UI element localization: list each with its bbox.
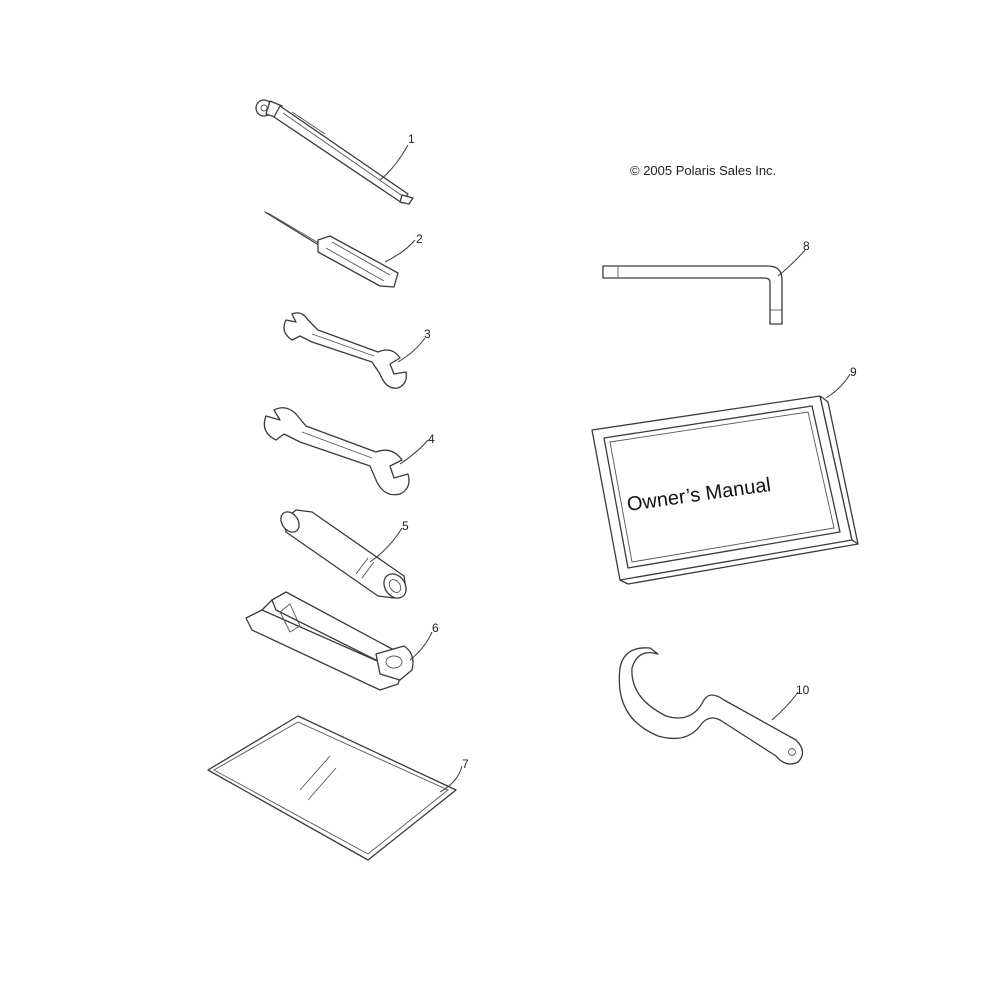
callout-3: 3 — [424, 327, 431, 341]
callout-10: 10 — [796, 683, 810, 697]
callout-7: 7 — [462, 757, 469, 771]
callout-8: 8 — [803, 239, 810, 253]
part-10-hook-spanner — [618, 647, 804, 765]
callout-9: 9 — [850, 365, 857, 379]
callout-1: 1 — [408, 132, 415, 146]
callout-6: 6 — [432, 621, 439, 635]
part-1-pressure-gauge — [255, 99, 414, 205]
copyright-text: © 2005 Polaris Sales Inc. — [630, 163, 776, 178]
part-8-hex-key — [602, 249, 806, 325]
callout-2: 2 — [416, 232, 423, 246]
callout-5: 5 — [402, 519, 409, 533]
part-5-spark-plug-socket — [280, 509, 407, 599]
part-6-handle-tool — [245, 591, 433, 691]
part-2-screwdriver — [264, 211, 416, 288]
part-9-owners-manual: Owner’s Manual — [591, 373, 859, 585]
part-7-sheet — [207, 715, 463, 861]
callout-4: 4 — [428, 432, 435, 446]
part-4-large-wrench — [263, 407, 429, 496]
part-3-small-wrench — [283, 312, 426, 389]
